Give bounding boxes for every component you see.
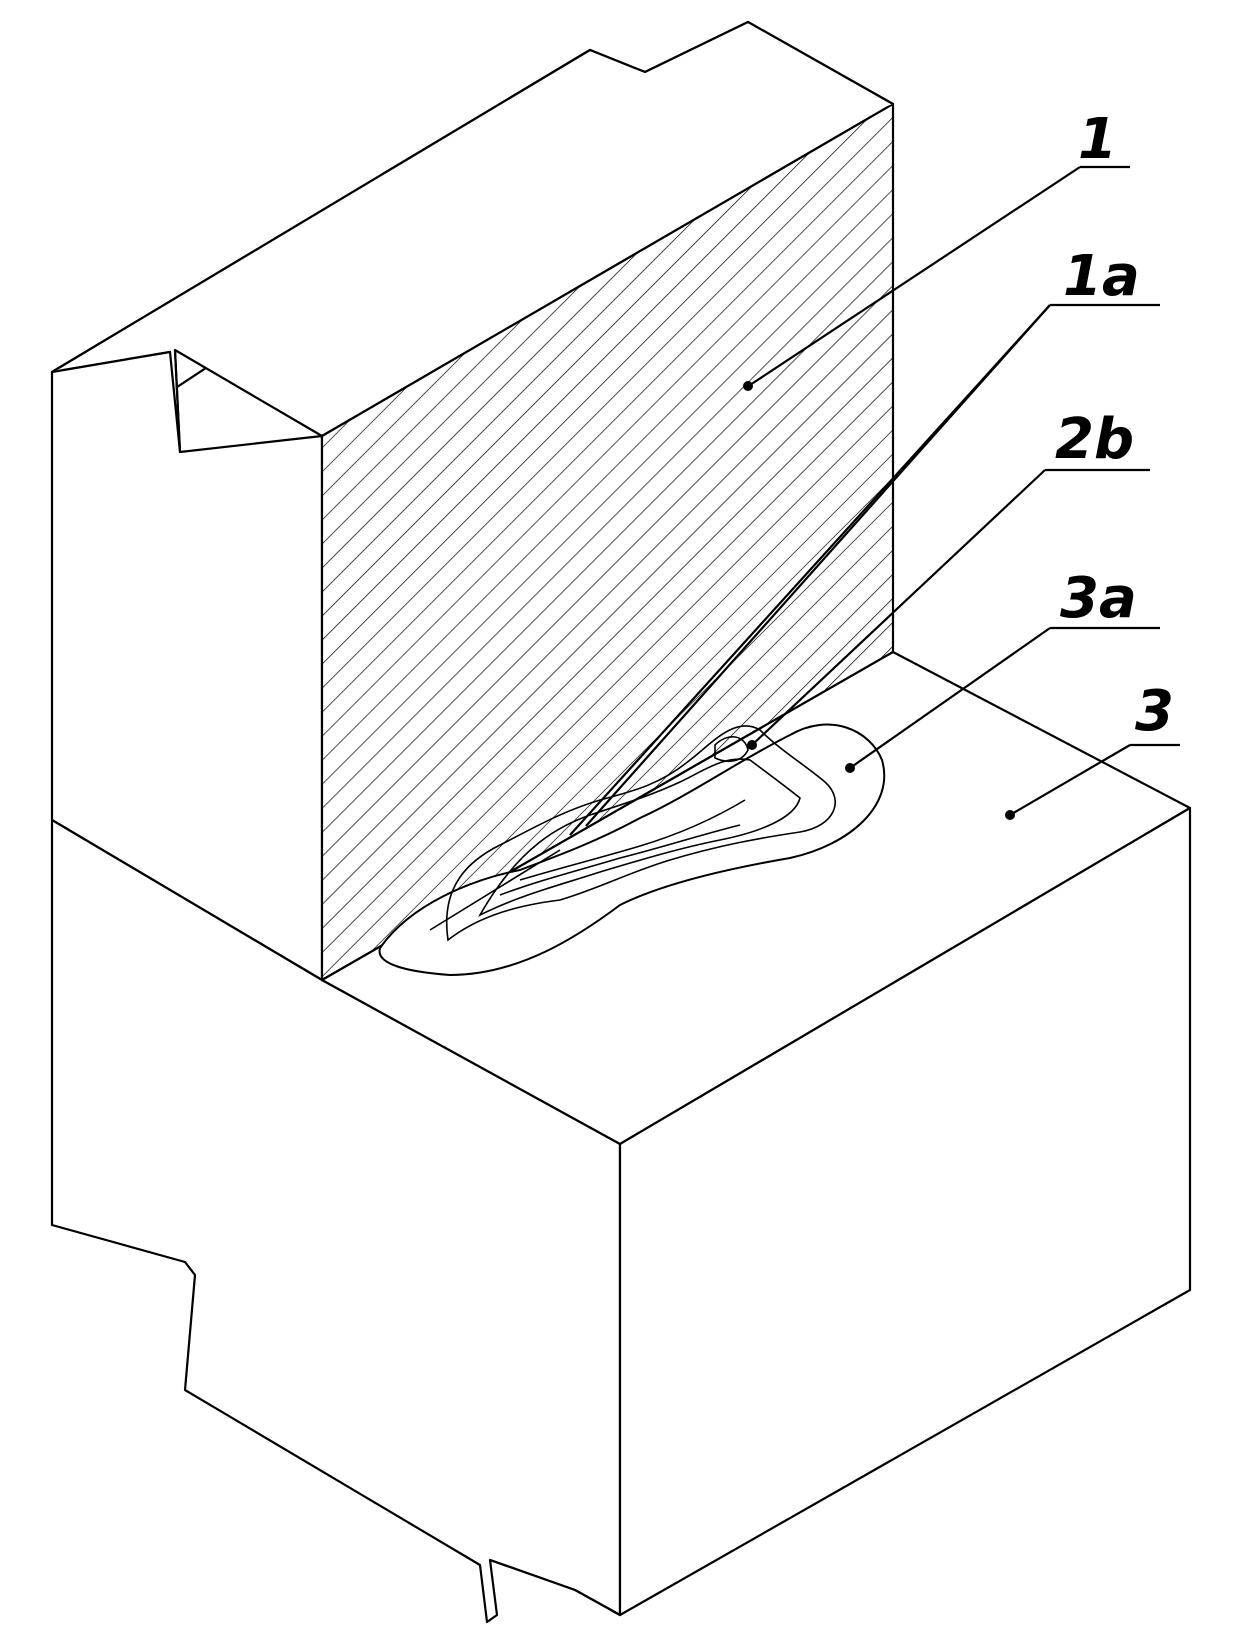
upper-plate [50,20,895,982]
lower-block [50,650,1192,1624]
weld-bead [378,723,886,977]
weld-fusion-line [445,725,836,942]
callout-3 [1005,743,1180,820]
label-3a: 3a [1060,566,1137,631]
weld-ripple-2 [519,799,746,881]
lower-block-bottom-notch [489,1558,621,1616]
upper-plate-groove [51,20,894,373]
callout-3a [845,626,1160,773]
label-2b: 2b [1055,407,1134,472]
callout-1 [743,165,1130,391]
weld-ripple-1 [499,824,741,896]
weld-crater [714,736,749,763]
callout-1a [569,303,1160,836]
callout-2b [747,468,1150,750]
label-1: 1 [1078,107,1117,172]
label-1a: 1a [1063,244,1140,309]
lower-block-front-face [618,806,1192,1617]
weld-heat-affected-zone [378,723,886,977]
weld-root-line [429,849,561,931]
label-3: 3 [1135,679,1174,744]
weld-bead-core [477,758,801,917]
upper-plate-notch [173,349,182,453]
